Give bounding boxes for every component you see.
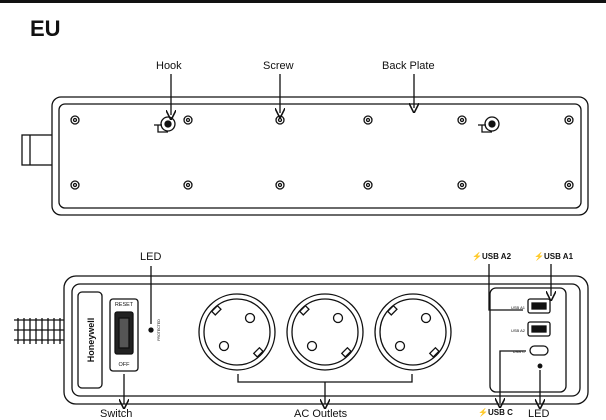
screw-holes — [70, 115, 574, 190]
led-bottom-label: LED — [528, 408, 550, 420]
usb-a1-label: ⚡USB A1 — [534, 252, 574, 261]
port-a1-text: USB A1 — [511, 305, 526, 310]
brand-text: Honeywell — [86, 318, 96, 363]
usb-a2-callout — [488, 264, 523, 311]
ac-outlet-2 — [286, 293, 364, 371]
reset-text: RESET — [115, 302, 134, 308]
usb-c-arrow — [500, 350, 526, 403]
off-text: OFF — [119, 362, 131, 368]
switch-housing — [109, 298, 139, 372]
protected-led — [148, 327, 154, 333]
screw-label: Screw — [263, 60, 294, 72]
usb-a2-label: ⚡USB A2 — [472, 252, 512, 261]
front-body-inner — [71, 283, 581, 397]
hook-label: Hook — [156, 60, 182, 72]
status-led — [537, 363, 543, 369]
usb-c-label: ⚡USB C — [478, 408, 513, 417]
back-plate-inner — [58, 103, 582, 209]
ac-outlets-label: AC Outlets — [294, 408, 348, 420]
usb-panel — [489, 287, 567, 393]
switch-label: Switch — [100, 408, 133, 420]
usb-c-port — [529, 345, 549, 356]
port-a2-text: USB A2 — [511, 328, 526, 333]
hook-right — [478, 116, 500, 133]
front-body — [63, 275, 589, 405]
front-view — [14, 264, 589, 405]
ac-outlet-1 — [198, 293, 276, 371]
usb-a1-port — [527, 298, 551, 314]
protected-text: PROTECTED — [157, 319, 161, 341]
port-c-text: USB C — [513, 349, 525, 354]
usb-a2-port — [527, 321, 551, 337]
back-plate — [51, 96, 589, 216]
top-rule — [0, 0, 606, 3]
brand-panel — [77, 291, 103, 389]
ac-outlet-3 — [374, 293, 452, 371]
back-view — [21, 74, 589, 216]
led-label: LED — [140, 251, 162, 263]
region-title: EU — [30, 16, 61, 41]
coiled-cord — [14, 318, 66, 344]
back-plate-label: Back Plate — [382, 60, 435, 72]
